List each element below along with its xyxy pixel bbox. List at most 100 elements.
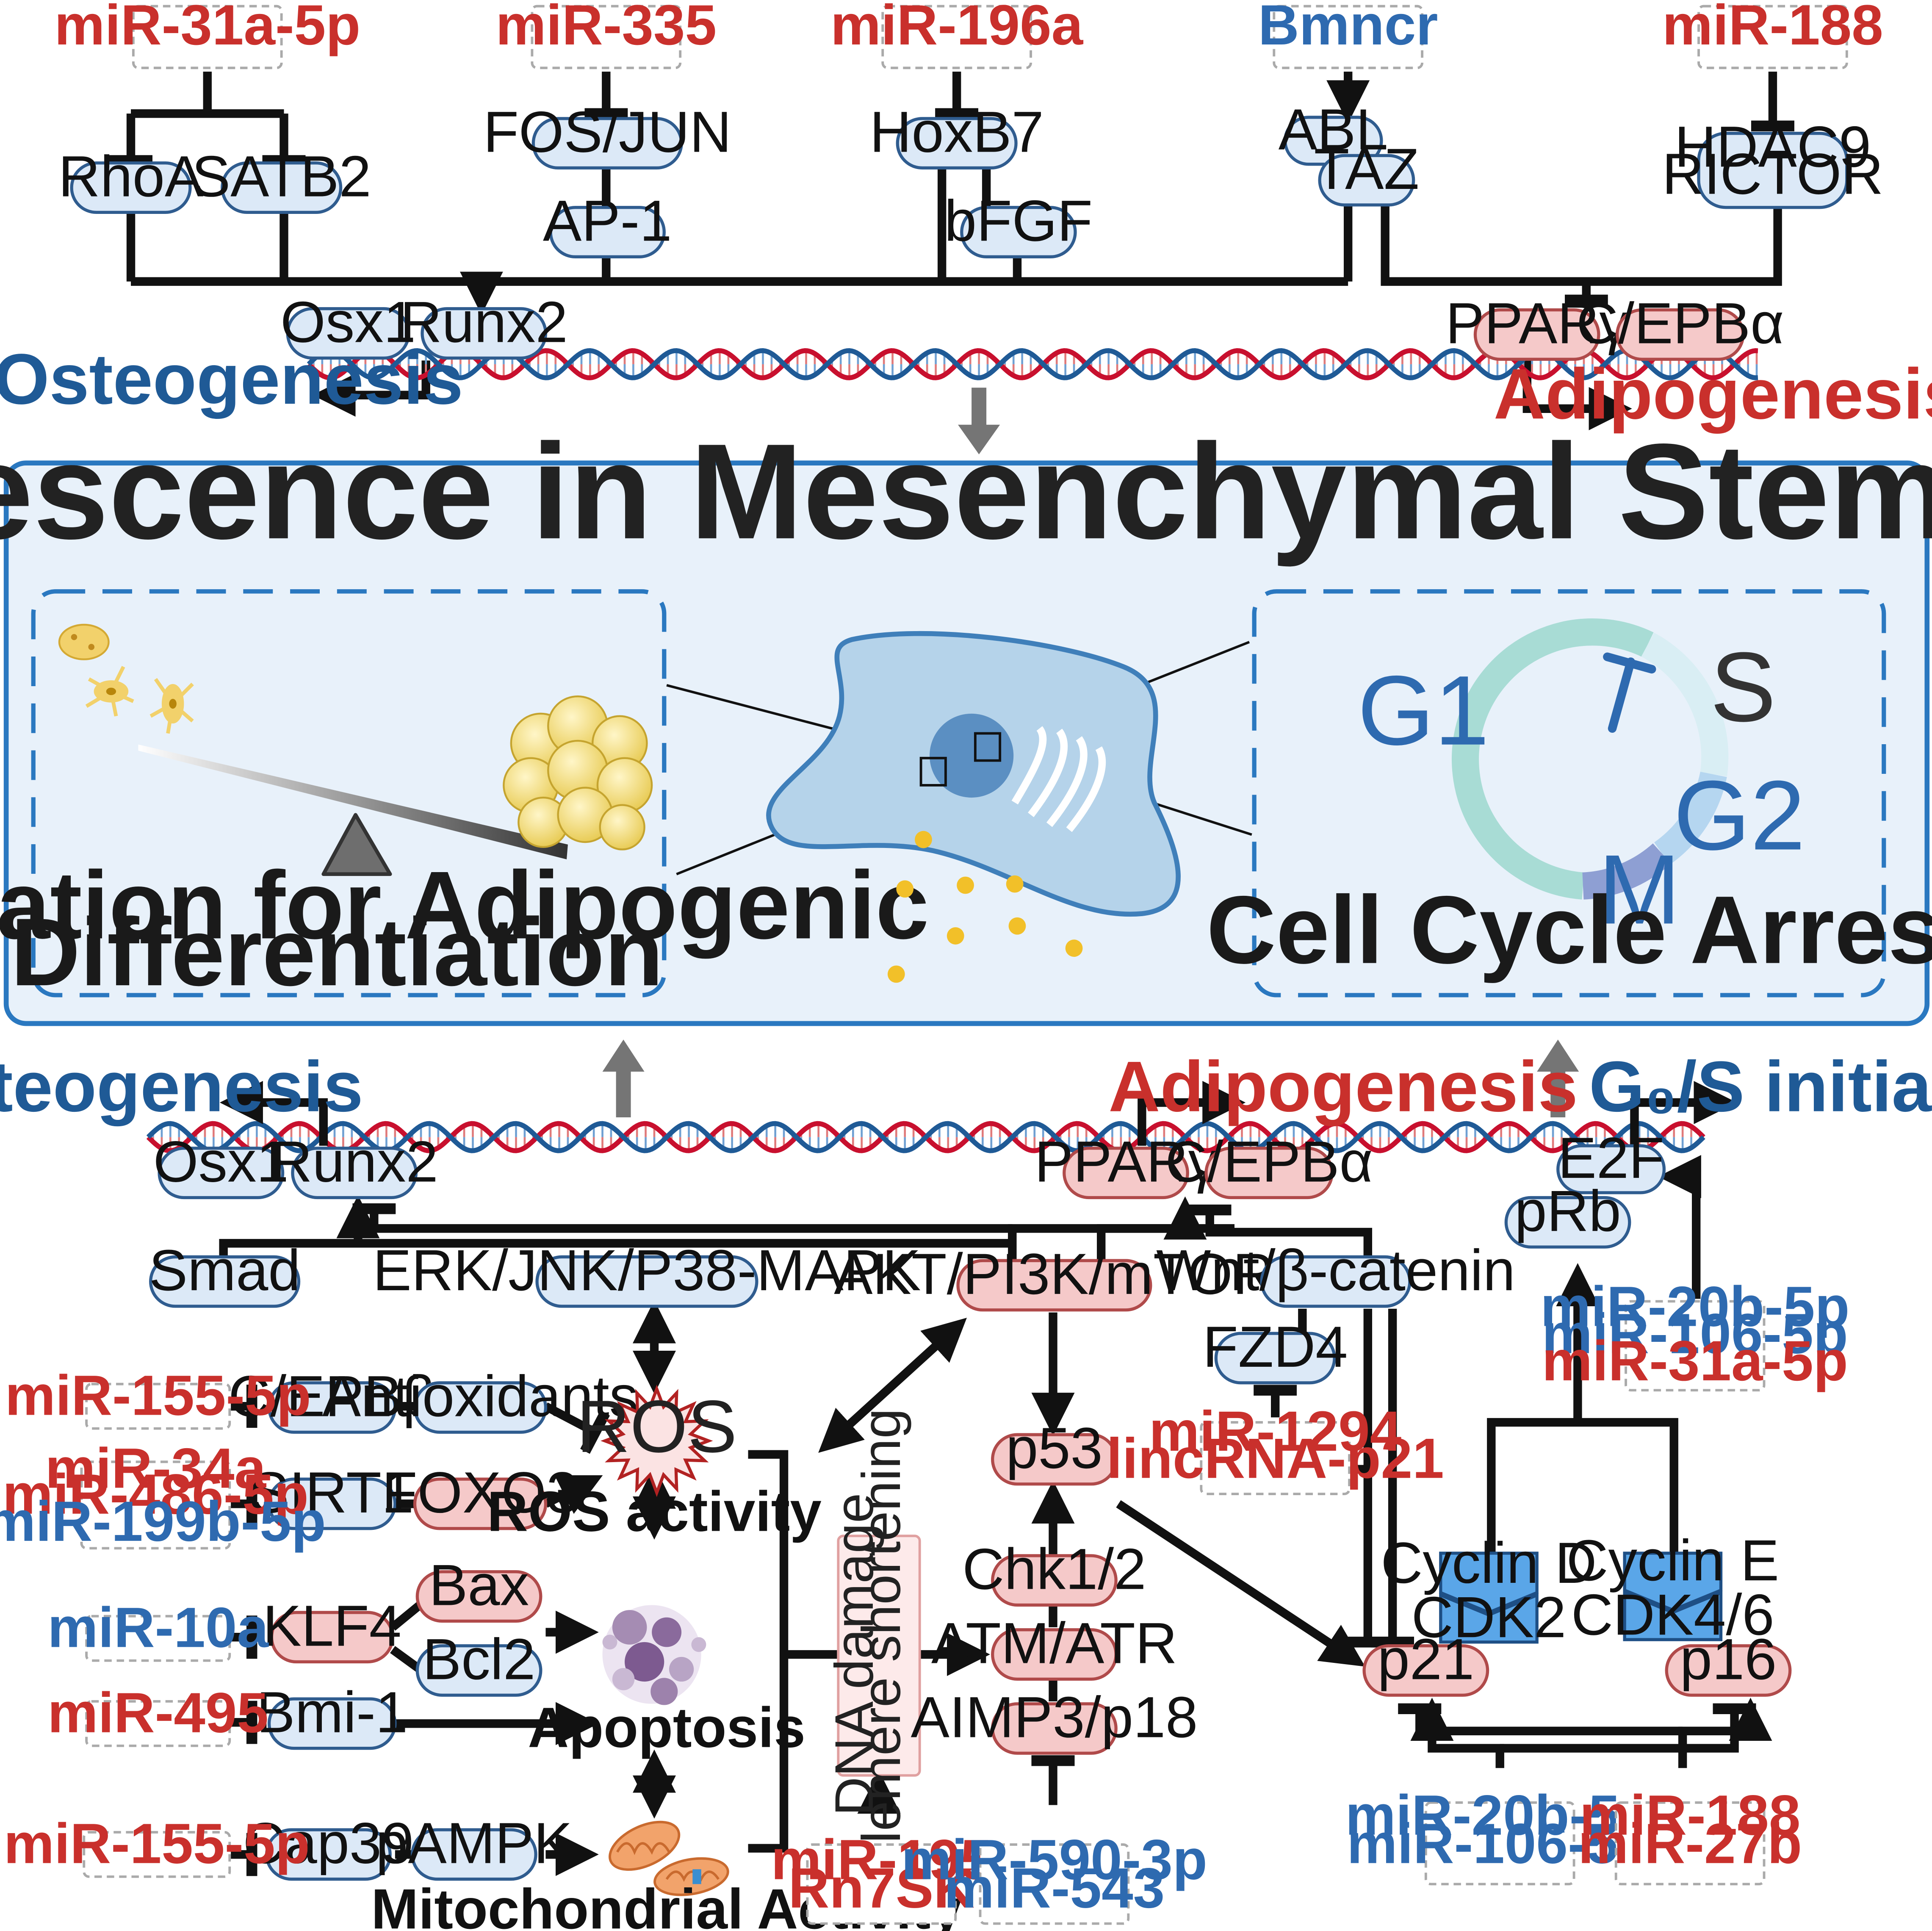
adipogenic-inclination-panel: Inclination for Adipogenic Differentiati…: [0, 589, 929, 1006]
lncrna-box: Bmncr: [1258, 0, 1438, 69]
node-label: ABL: [1279, 97, 1388, 162]
mirna-box: miR-196a: [830, 0, 1084, 69]
node-label: AP-1: [543, 188, 672, 253]
dna-damage-box: DNA damage Telemere shortening: [824, 1408, 921, 1901]
mirna-box: miR-335: [495, 0, 717, 69]
cyclin-d-cdk2-complex: Cyclin D CDK2: [1381, 1531, 1597, 1650]
mirna-label: miR-10a: [47, 1596, 269, 1659]
node-hoxb7: HoxB7: [870, 100, 1044, 170]
node-chk1-2: Chk1/2: [962, 1537, 1146, 1607]
node-osx1: Osx1: [280, 290, 416, 360]
mirna-label: miR-155-5p: [5, 1364, 311, 1427]
telomere-shortening-label: Telemere shortening: [851, 1408, 912, 1901]
node-atm-atr: ATM/ATR: [931, 1611, 1177, 1681]
node-cebpb: C/EPBβ: [228, 1364, 436, 1434]
panel-title: Senescence in Mesenchymal Stem Cell: [0, 416, 1932, 568]
mirna-label: miR-106-5p: [1347, 1812, 1653, 1876]
node-osx1: Osx1: [153, 1130, 289, 1200]
mirna-label: miR-196a: [830, 0, 1084, 57]
node-aimp3-p18: AIMP3/p18: [911, 1685, 1198, 1755]
node-label: Osx1: [153, 1130, 289, 1194]
node-label: RICTOR: [1662, 142, 1884, 207]
node-label: Runx2: [271, 1130, 438, 1194]
node-label: ATM/ATR: [931, 1611, 1177, 1676]
node-cap39: Cap39: [243, 1811, 414, 1881]
node-label: pRb: [1514, 1179, 1621, 1244]
phase-g1: G1: [1357, 656, 1489, 766]
node-ppar-gamma: PPARγ: [1445, 291, 1628, 361]
node-label: Bmi-1: [256, 1680, 408, 1745]
node-label: C/EPBα: [1576, 291, 1784, 356]
node-cebpa: C/EPBα: [1165, 1130, 1373, 1200]
mirna-label: miR-188: [1662, 0, 1883, 57]
node-label: p53: [1006, 1416, 1103, 1481]
node-p16: p16: [1665, 1627, 1792, 1697]
arrest-bar-icon: [1603, 652, 1656, 733]
cell-cycle-regulators: Cyclin D CDK2 Cyclin E CDK4/6 p21 p16: [1362, 1528, 1792, 1697]
node-label: SIRT1: [250, 1460, 414, 1525]
node-label: Smad: [149, 1238, 301, 1303]
phase-m: M: [1598, 834, 1680, 945]
adipogenesis-label: Adipogenesis: [1108, 1046, 1578, 1126]
osteogenesis-label: Osteogenesis: [0, 1046, 363, 1126]
node-smad: Smad: [149, 1238, 301, 1308]
osteoblast-cells: [58, 623, 194, 734]
node-satb2: SATB2: [192, 144, 371, 214]
node-label: p16: [1680, 1627, 1777, 1692]
node-klf4: KLF4: [263, 1594, 401, 1664]
node-label: Cap39: [243, 1811, 414, 1876]
node-label: RhoA: [58, 144, 204, 209]
panel-left-title-line1: Inclination for Adipogenic: [0, 851, 929, 959]
phase-g2: G2: [1674, 760, 1805, 870]
mirna-label: Rn7SK: [789, 1857, 975, 1920]
node-label: KLF4: [263, 1594, 401, 1659]
node-label: ERK/JNK/P38-MAPK: [373, 1238, 921, 1303]
node-label: PPARγ: [1445, 291, 1628, 356]
node-cebpa: C/EPBα: [1576, 291, 1784, 361]
cdk2-label: CDK2: [1412, 1585, 1566, 1650]
node-runx2: Runx2: [271, 1130, 438, 1200]
cyclin-e-cdk46-complex: Cyclin E CDK4/6: [1567, 1528, 1779, 1647]
node-label: AIMP3/p18: [911, 1685, 1198, 1750]
node-label: Bcl2: [423, 1627, 536, 1692]
node-label: pAMPK: [376, 1811, 572, 1876]
apoptosis-icon: [602, 1605, 706, 1705]
adipocyte-cluster: [503, 695, 653, 851]
node-abl: ABL: [1279, 97, 1388, 166]
right-mirna-boxes: miR-20b-5p miR-106-5p miR-31a-5p miR-20b…: [1345, 1275, 1849, 1886]
node-label: Antioxidants: [322, 1364, 638, 1429]
senescence-panel: Senescence in Mesenchymal Stem Cell: [0, 416, 1932, 1026]
dna-damage-label: DNA damage: [824, 1493, 885, 1816]
mirna-box: miR-31a-5p: [54, 0, 360, 69]
g0-s-initiation-label: G₀/S initiation: [1589, 1046, 1932, 1126]
left-mirna-boxes: miR-155-5p miR-34a miR-486-5p miR-199b-5…: [0, 1364, 326, 1878]
mirna-label: lincRNA-p21: [1107, 1427, 1444, 1490]
lncrna-label: Bmncr: [1258, 0, 1438, 57]
node-fzd4: FZD4: [1203, 1315, 1348, 1385]
mirna-label: miR-195: [771, 1828, 992, 1892]
node-label: p21: [1378, 1627, 1475, 1692]
node-akt-pi3k-mtor: AKT/PI3K/mTOR: [834, 1242, 1275, 1312]
senescent-msc-illustration: [666, 631, 1252, 983]
node-p53: p53: [991, 1416, 1118, 1486]
node-label: FOS/JUN: [483, 100, 731, 165]
node-antioxidants: Antioxidants: [322, 1364, 638, 1434]
panel-right-title: Cell Cycle Arrest: [1207, 876, 1932, 984]
node-label: Chk1/2: [962, 1537, 1146, 1602]
mirna-label: miR-34a: [45, 1437, 266, 1500]
node-bcl2: Bcl2: [415, 1627, 543, 1697]
mirna-label: miR-31a-5p: [1542, 1330, 1848, 1393]
node-label: C/EPBβ: [228, 1364, 436, 1429]
node-ppar-gamma: PPARγ: [1035, 1130, 1218, 1200]
node-hdac9-rictor: HDAC9 RICTOR: [1662, 115, 1884, 209]
center-mirna-boxes: miR-195 Rn7SK miR-590-3p miR-543 miR-129…: [771, 1400, 1444, 1925]
mirna-label: miR-27b: [1578, 1812, 1802, 1876]
mirna-label: miR-335: [495, 0, 717, 57]
sasp-particles: [887, 831, 1083, 983]
cell-cycle-arrest-panel: G1 S G2 M Cell Cycle Arrest: [1207, 589, 1932, 997]
node-label: Osx1: [280, 290, 416, 355]
node-label: Runx2: [400, 290, 568, 355]
node-label: C/EPBα: [1165, 1130, 1373, 1194]
node-fos-jun: FOS/JUN: [483, 100, 731, 170]
